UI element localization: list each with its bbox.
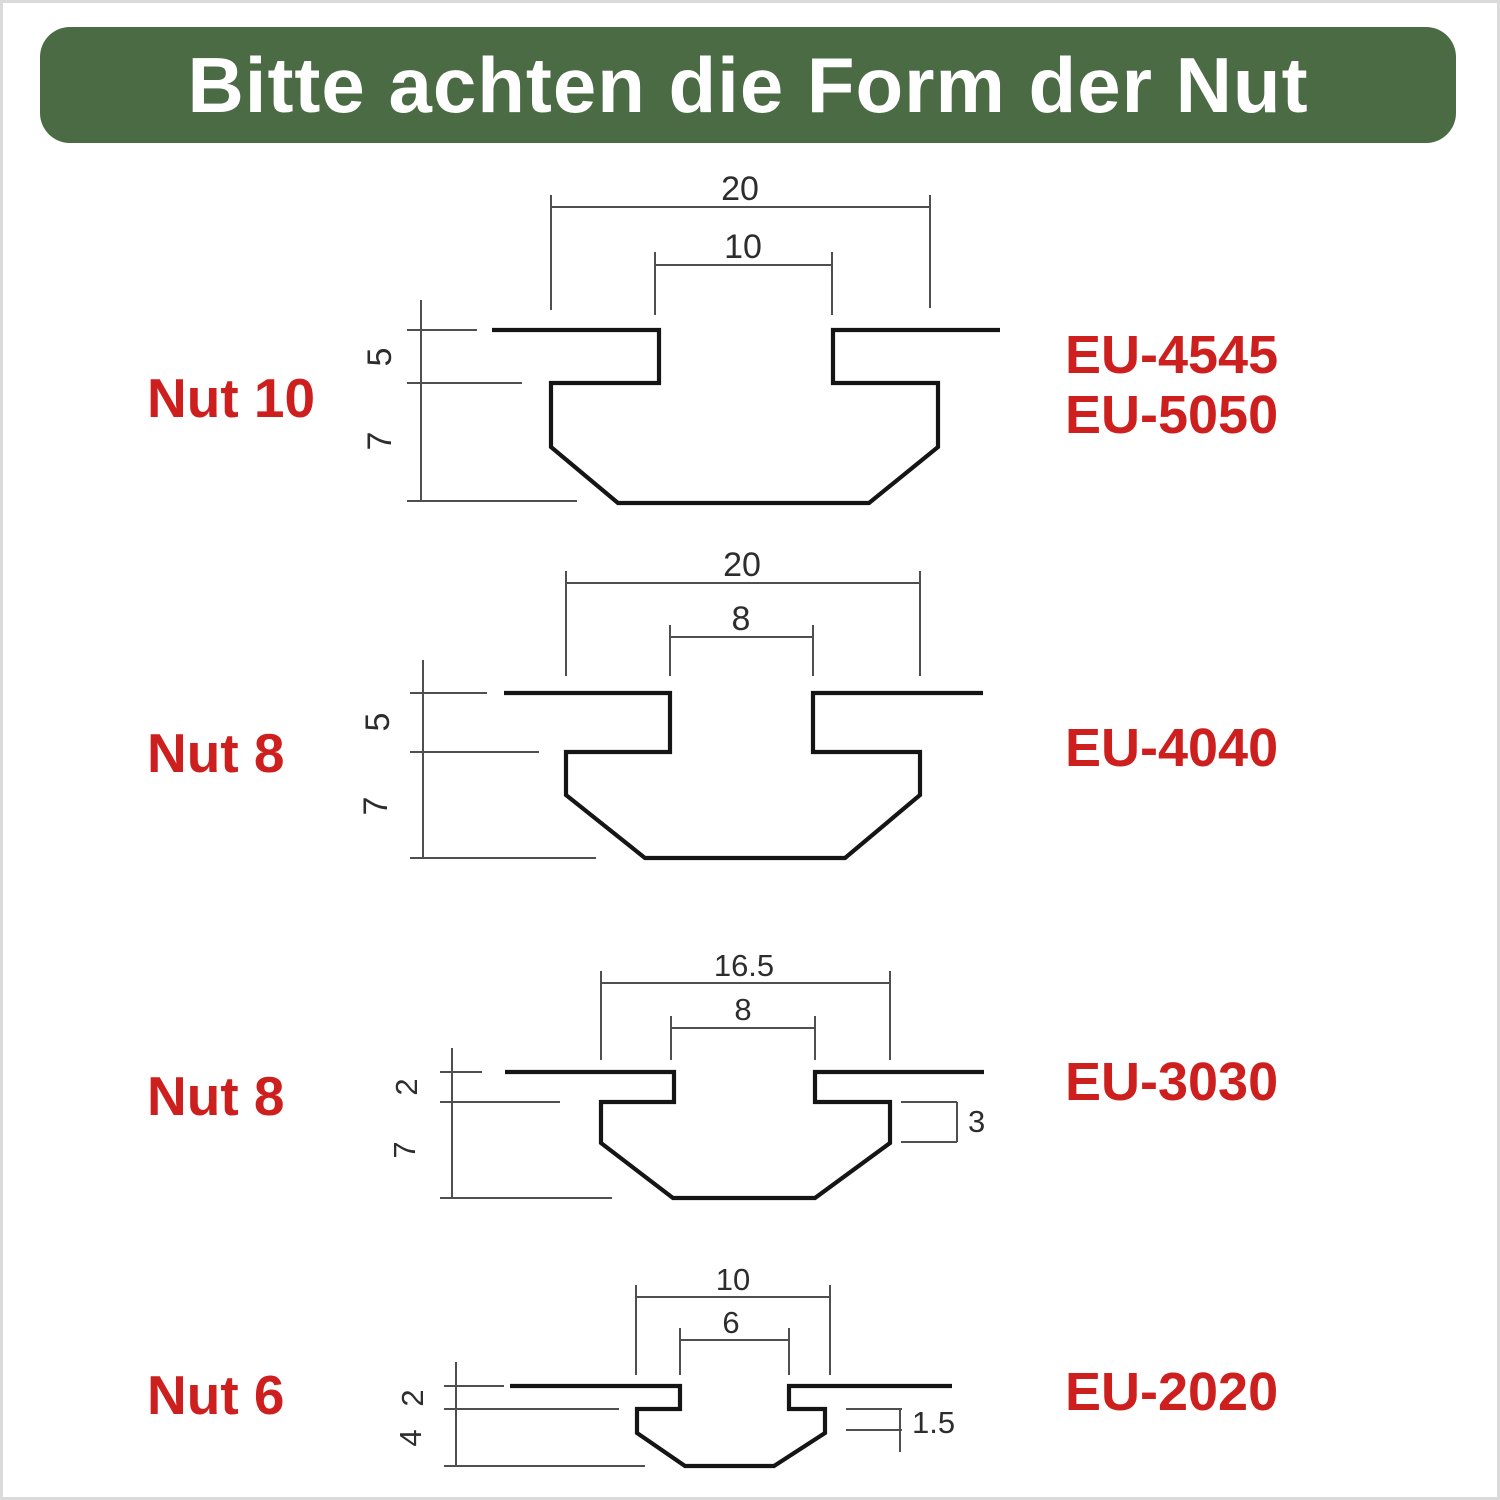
dimension-line-outer: [600, 971, 891, 1060]
drawing-nut8-4040: 20 8 5 7: [357, 546, 983, 861]
dim-lip-depth-label: 2: [395, 1389, 430, 1406]
dim-side-step-label: 1.5: [912, 1405, 955, 1440]
dimension-line-slot: [679, 1328, 790, 1375]
row4-nut-label: Nut 6: [147, 1364, 285, 1426]
dimension-line-outer: [635, 1285, 831, 1375]
dim-body-depth-label: 7: [361, 432, 399, 451]
dim-outer-width-label: 16.5: [714, 948, 774, 983]
dim-outer-width-label: 20: [721, 170, 759, 208]
profile-outline-nut8-4040: [504, 690, 983, 861]
row2-nut-label: Nut 8: [147, 722, 285, 784]
row4-eu-code: EU-2020: [1065, 1362, 1279, 1422]
dim-slot-width-label: 10: [724, 228, 762, 266]
dim-side-step-label: 3: [968, 1104, 985, 1139]
dim-outer-width-label: 20: [723, 546, 761, 584]
profile-outline-nut10: [492, 327, 1000, 506]
drawing-nut6-2020: 10 6 2 4 1.5: [393, 1262, 955, 1469]
row3-eu-code: EU-3030: [1065, 1052, 1279, 1112]
drawing-nut8-3030: 16.5 8 2 7 3: [387, 948, 985, 1201]
row1-eu-code-2: EU-5050: [1065, 385, 1279, 445]
dimension-line-side-step: [846, 1408, 902, 1452]
row2-eu-code: EU-4040: [1065, 718, 1279, 778]
row3-nut-label: Nut 8: [147, 1065, 285, 1127]
dim-body-depth-label: 7: [357, 797, 395, 816]
profile-outline-nut8-3030: [505, 1069, 984, 1201]
dim-body-depth-label: 4: [393, 1429, 428, 1446]
dim-lip-depth-label: 5: [361, 348, 399, 367]
dim-slot-width-label: 8: [732, 600, 751, 638]
dimension-line-slot: [654, 252, 833, 315]
dimension-line-outer: [550, 195, 931, 310]
dimension-line-depths: [444, 1362, 645, 1467]
dim-slot-width-label: 6: [722, 1305, 739, 1340]
dim-outer-width-label: 10: [716, 1262, 750, 1297]
dimension-line-depths: [407, 300, 577, 502]
dim-lip-depth-label: 2: [389, 1078, 424, 1095]
page-title: Bitte achten die Form der Nut: [187, 40, 1309, 129]
dim-body-depth-label: 7: [387, 1141, 422, 1158]
drawing-nut10: 20 10 5 7: [361, 170, 1000, 506]
dimension-line-side-step: [901, 1101, 958, 1143]
dim-slot-width-label: 8: [734, 992, 751, 1027]
dimension-line-depths: [410, 660, 596, 859]
profile-outline-nut6: [510, 1383, 952, 1469]
header-banner: Bitte achten die Form der Nut: [40, 27, 1456, 143]
dim-lip-depth-label: 5: [359, 713, 397, 732]
row1-nut-label: Nut 10: [147, 367, 316, 429]
dimension-line-outer: [565, 571, 921, 676]
dimension-line-depths: [440, 1048, 612, 1199]
technical-drawings: 20 10 5 7 20 8 5 7 16.5 8: [357, 170, 1000, 1469]
dimension-line-slot: [670, 1016, 816, 1060]
dimension-line-slot: [669, 625, 814, 676]
row1-eu-code-1: EU-4545: [1065, 325, 1279, 385]
